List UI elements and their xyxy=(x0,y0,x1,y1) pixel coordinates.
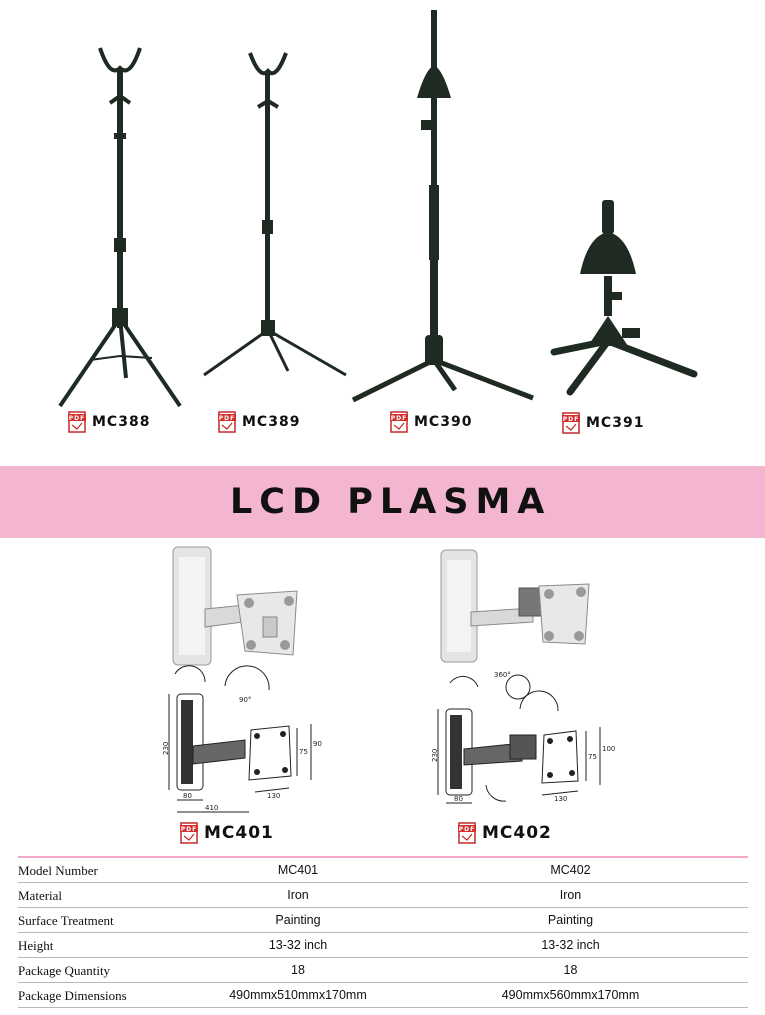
pdf-icon[interactable]: PDF xyxy=(180,822,198,844)
model-number: MC402 xyxy=(482,823,552,843)
cell-mc401: Iron xyxy=(203,882,393,908)
row-label: Surface Treatment xyxy=(18,907,203,933)
mc401-label[interactable]: PDF MC401 xyxy=(180,822,274,844)
svg-text:PDF: PDF xyxy=(219,415,235,422)
stand-mc390-label[interactable]: PDF MC390 xyxy=(390,411,472,433)
svg-text:130: 130 xyxy=(554,795,567,803)
svg-text:PDF: PDF xyxy=(181,826,197,833)
section-title: LCD PLASMA xyxy=(230,482,552,522)
svg-text:230: 230 xyxy=(162,742,170,755)
svg-text:90°: 90° xyxy=(239,696,251,704)
mc402-diagram: 360° 230 80 130 75 100 xyxy=(430,665,615,820)
svg-text:75: 75 xyxy=(588,753,597,761)
svg-text:230: 230 xyxy=(431,749,439,762)
svg-text:90: 90 xyxy=(313,740,322,748)
pdf-icon[interactable]: PDF xyxy=(68,411,86,433)
table-row: Height 13-32 inch 13-32 inch xyxy=(18,932,748,958)
row-label: Package Dimensions xyxy=(18,982,203,1008)
row-label: Model Number xyxy=(18,856,203,883)
pdf-icon[interactable]: PDF xyxy=(390,411,408,433)
cell-mc401: Painting xyxy=(203,907,393,933)
stand-mc391-image xyxy=(548,196,698,396)
cell-mc402: 18 xyxy=(393,957,748,983)
cell-mc402: 13-32 inch xyxy=(393,932,748,958)
cell-mc401: 490mmx510mmx170mm xyxy=(203,982,393,1008)
cell-mc401: 18 xyxy=(203,957,393,983)
row-label: Package Quantity xyxy=(18,957,203,983)
row-label: Material xyxy=(18,882,203,908)
mc402-label[interactable]: PDF MC402 xyxy=(458,822,552,844)
stand-mc388-label[interactable]: PDF MC388 xyxy=(68,411,150,433)
spec-table: Model Number MC401 MC402 Material Iron I… xyxy=(18,856,748,1008)
svg-text:410: 410 xyxy=(205,804,218,812)
pdf-icon[interactable]: PDF xyxy=(218,411,236,433)
table-row: Surface Treatment Painting Painting xyxy=(18,907,748,933)
row-label: Height xyxy=(18,932,203,958)
cell-mc402: Iron xyxy=(393,882,748,908)
pdf-icon[interactable]: PDF xyxy=(458,822,476,844)
mc401-diagram: 230 80 410 130 75 90 90° xyxy=(162,665,325,825)
model-number: MC390 xyxy=(414,414,473,430)
model-number: MC389 xyxy=(242,414,301,430)
svg-text:PDF: PDF xyxy=(563,416,579,423)
svg-text:PDF: PDF xyxy=(459,826,475,833)
svg-text:75: 75 xyxy=(299,748,308,756)
cell-mc401: 13-32 inch xyxy=(203,932,393,958)
svg-text:PDF: PDF xyxy=(391,415,407,422)
pdf-icon[interactable]: PDF xyxy=(562,412,580,434)
table-row: Package Quantity 18 18 xyxy=(18,957,748,983)
stand-mc389-image xyxy=(200,45,350,380)
cell-mc402: Painting xyxy=(393,907,748,933)
svg-text:100: 100 xyxy=(602,745,615,753)
table-row: Package Dimensions 490mmx510mmx170mm 490… xyxy=(18,982,748,1008)
svg-text:PDF: PDF xyxy=(69,415,85,422)
svg-text:80: 80 xyxy=(454,795,463,803)
table-row: Material Iron Iron xyxy=(18,882,748,908)
model-number: MC401 xyxy=(204,823,274,843)
model-number: MC388 xyxy=(92,414,151,430)
cell-mc402: MC402 xyxy=(393,856,748,883)
mc401-photo xyxy=(165,545,315,675)
cell-mc401: MC401 xyxy=(203,856,393,883)
svg-text:360°: 360° xyxy=(494,671,511,679)
stand-mc391-label[interactable]: PDF MC391 xyxy=(562,412,644,434)
svg-text:80: 80 xyxy=(183,792,192,800)
svg-text:130: 130 xyxy=(267,792,280,800)
stand-mc388-image xyxy=(50,38,190,410)
model-number: MC391 xyxy=(586,415,645,431)
stand-mc390-image xyxy=(345,10,540,405)
table-row: Model Number MC401 MC402 xyxy=(18,856,748,883)
section-banner xyxy=(0,466,765,538)
cell-mc402: 490mmx560mmx170mm xyxy=(393,982,748,1008)
stand-mc389-label[interactable]: PDF MC389 xyxy=(218,411,300,433)
mc402-photo xyxy=(435,548,595,671)
